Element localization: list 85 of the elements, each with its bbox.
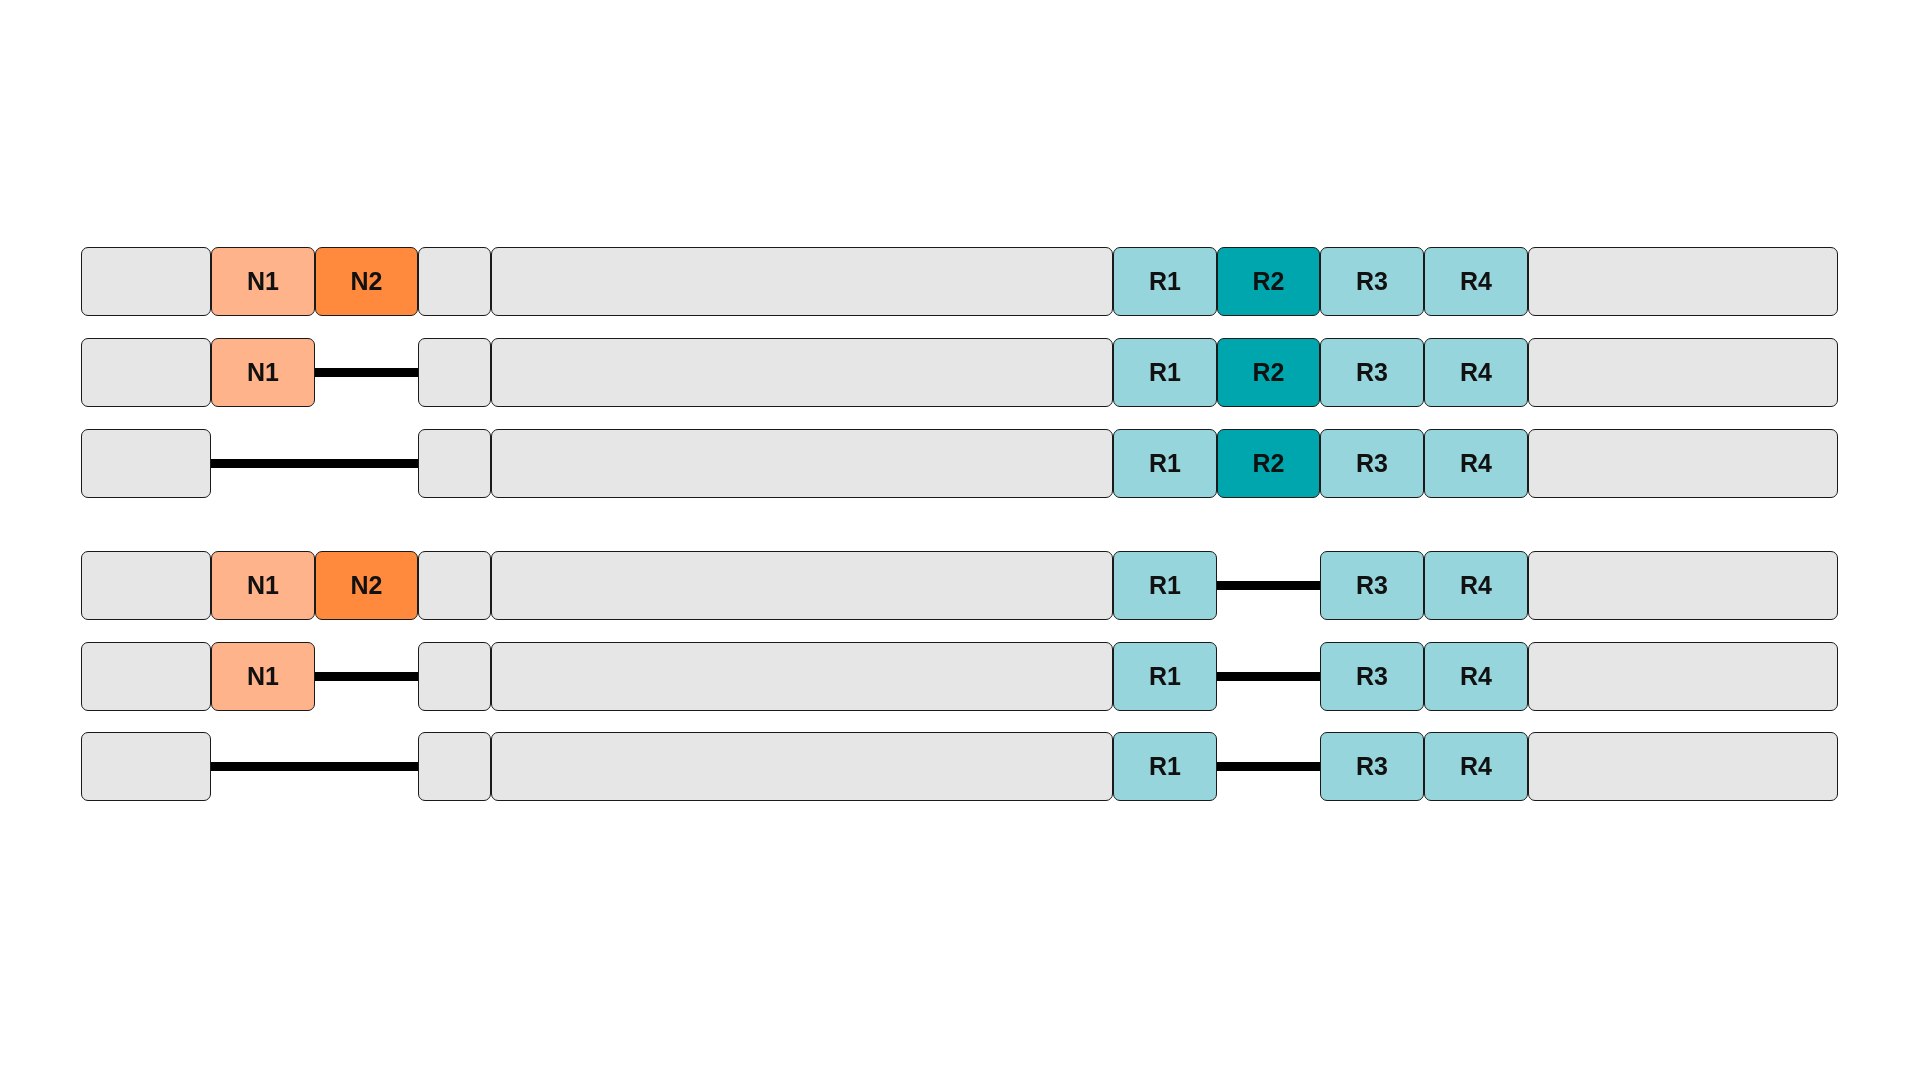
segment-box xyxy=(491,642,1113,711)
domain-label: N2 xyxy=(350,571,383,600)
domain-label: R4 xyxy=(1460,571,1492,600)
connector-line xyxy=(1217,762,1320,771)
domain-label: R1 xyxy=(1149,571,1181,600)
segment-box xyxy=(491,247,1113,316)
domain-box xyxy=(1113,642,1217,711)
segment-box xyxy=(81,338,211,407)
domain-box xyxy=(1320,429,1424,498)
domain-box xyxy=(211,247,315,316)
segment-box xyxy=(81,732,211,801)
domain-label: R1 xyxy=(1149,449,1181,478)
domain-label: N2 xyxy=(350,267,383,296)
segment-box xyxy=(418,247,491,316)
domain-box xyxy=(1113,551,1217,620)
domain-box xyxy=(211,338,315,407)
segment-box xyxy=(1528,247,1838,316)
domain-box xyxy=(1113,338,1217,407)
domain-box xyxy=(1320,642,1424,711)
domain-label: R2 xyxy=(1252,267,1285,296)
domain-label: R1 xyxy=(1149,752,1181,781)
domain-label: R3 xyxy=(1356,358,1388,387)
domain-label: N1 xyxy=(247,571,279,600)
segment-box xyxy=(1528,732,1838,801)
domain-box xyxy=(1424,429,1528,498)
domain-box xyxy=(1424,551,1528,620)
domain-box xyxy=(1320,247,1424,316)
domain-box xyxy=(211,551,315,620)
domain-label: R4 xyxy=(1460,267,1492,296)
domain-label: N1 xyxy=(247,267,279,296)
segment-box xyxy=(81,247,211,316)
domain-box xyxy=(315,247,418,316)
domain-label: R4 xyxy=(1460,358,1492,387)
domain-box xyxy=(1113,429,1217,498)
segment-box xyxy=(1528,551,1838,620)
domain-label: R2 xyxy=(1252,449,1285,478)
domain-label: R3 xyxy=(1356,662,1388,691)
segment-box xyxy=(418,642,491,711)
segment-box xyxy=(81,429,211,498)
segment-box xyxy=(491,551,1113,620)
domain-label: R4 xyxy=(1460,449,1492,478)
domain-box xyxy=(1217,429,1320,498)
segment-box xyxy=(1528,429,1838,498)
connector-line xyxy=(211,762,418,771)
domain-box xyxy=(1217,338,1320,407)
connector-line xyxy=(211,459,418,468)
segment-box xyxy=(418,551,491,620)
domain-label: R1 xyxy=(1149,267,1181,296)
domain-box xyxy=(1217,247,1320,316)
domain-label: R3 xyxy=(1356,267,1388,296)
domain-box xyxy=(1424,642,1528,711)
domain-box xyxy=(1424,247,1528,316)
domain-label: N1 xyxy=(247,358,279,387)
segment-box xyxy=(491,732,1113,801)
domain-box xyxy=(1113,732,1217,801)
segment-box xyxy=(1528,338,1838,407)
domain-label: R3 xyxy=(1356,752,1388,781)
connector-line xyxy=(1217,581,1320,590)
connector-line xyxy=(315,672,418,681)
domain-box xyxy=(315,551,418,620)
segment-box xyxy=(81,642,211,711)
domain-label: R4 xyxy=(1460,662,1492,691)
segment-box xyxy=(491,338,1113,407)
segment-box xyxy=(418,429,491,498)
domain-box xyxy=(1424,338,1528,407)
domain-label: R1 xyxy=(1149,662,1181,691)
domain-label: R3 xyxy=(1356,449,1388,478)
domain-label: R1 xyxy=(1149,358,1181,387)
domain-box xyxy=(1424,732,1528,801)
segment-box xyxy=(1528,642,1838,711)
connector-line xyxy=(1217,672,1320,681)
domain-label: R4 xyxy=(1460,752,1492,781)
segment-box xyxy=(81,551,211,620)
domain-box xyxy=(1320,551,1424,620)
domain-label: R2 xyxy=(1252,358,1285,387)
domain-label: N1 xyxy=(247,662,279,691)
segment-box xyxy=(491,429,1113,498)
domain-box xyxy=(1113,247,1217,316)
connector-line xyxy=(315,368,418,377)
domain-box xyxy=(1320,338,1424,407)
domain-label: R3 xyxy=(1356,571,1388,600)
domain-box xyxy=(1320,732,1424,801)
domain-box xyxy=(211,642,315,711)
segment-box xyxy=(418,338,491,407)
segment-box xyxy=(418,732,491,801)
